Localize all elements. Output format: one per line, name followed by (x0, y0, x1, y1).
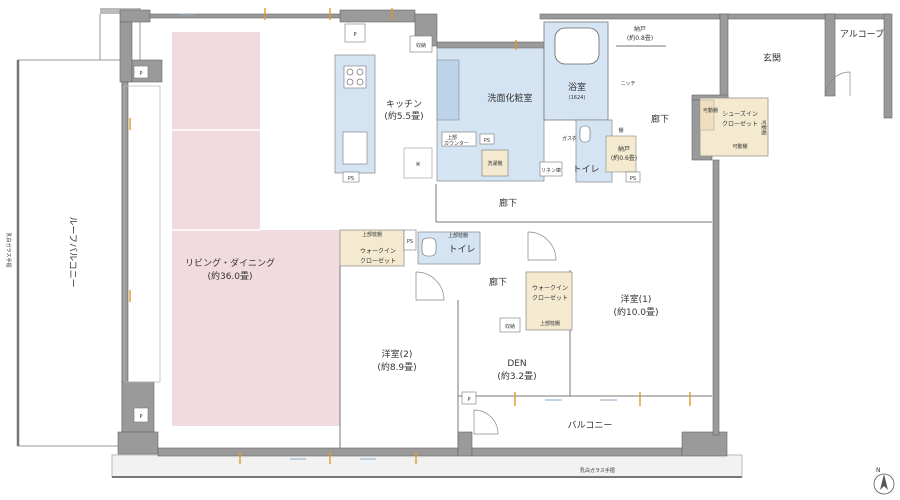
sliding-door-marks (180, 13, 617, 460)
svg-text:可動棚: 可動棚 (760, 120, 767, 135)
svg-text:P: P (467, 397, 470, 403)
svg-text:納戸: 納戸 (634, 25, 646, 33)
glass-rail-side-label: 乳白ガラス手摺 (5, 233, 12, 268)
entrance-area: 玄関 アルコーブ 可動棚 シューズイン クローゼット 可動棚 可動棚 (699, 28, 884, 157)
svg-text:クローゼット: クローゼット (360, 257, 396, 265)
svg-text:上部枕棚: 上部枕棚 (448, 232, 468, 239)
svg-text:P: P (353, 32, 356, 38)
roof-balcony-area: ルーフバルコニー 乳白ガラス手摺 (5, 8, 141, 447)
svg-text:PS: PS (407, 239, 413, 245)
western1-label: 洋室(1) (621, 293, 652, 305)
svg-text:上部: 上部 (447, 134, 457, 141)
balcony-area: 乳白ガラス手摺 (111, 454, 743, 478)
svg-text:クローゼット: クローゼット (722, 120, 758, 128)
den: 収納 DEN (約3.2畳) P (458, 270, 712, 435)
hall3-label: 廊下 (489, 276, 507, 288)
wic-2: ウォークイン クローゼット 上部枕棚 (525, 271, 573, 331)
western2-area: (約8.9畳) (377, 361, 416, 373)
storage-label: 収納 (416, 42, 426, 49)
north-label: N (876, 467, 881, 474)
svg-text:PS: PS (630, 176, 636, 182)
washroom: 洗面化粧室 上部 カウンター PS 洗濯機 リネン庫 ガス衣類乾燥機 (436, 47, 597, 182)
bath-size: (1624) (569, 95, 586, 101)
washer-icon (481, 149, 509, 177)
svg-text:可動棚: 可動棚 (732, 143, 747, 150)
kitchen: ※ PS P キッチン (約5.5畳) 収納 (334, 23, 433, 183)
western2-label: 洋室(2) (382, 348, 413, 360)
toilet-1-icon (579, 125, 591, 143)
svg-text:PS: PS (348, 176, 354, 182)
svg-text:可動棚: 可動棚 (703, 107, 718, 114)
den-area: (約3.2畳) (497, 370, 536, 382)
svg-text:(約0.8畳): (約0.8畳) (627, 34, 653, 42)
pillar-p-top (133, 65, 149, 79)
western1-area: (約10.0畳) (613, 306, 658, 318)
svg-text:上部枕棚: 上部枕棚 (362, 231, 382, 238)
svg-text:納戸: 納戸 (618, 145, 630, 153)
sink-icon (342, 131, 368, 165)
hall2-label: 廊下 (499, 197, 517, 209)
stove-icon (343, 65, 367, 89)
toilet-2-icon (421, 237, 437, 257)
washroom-label: 洗面化粧室 (487, 92, 532, 104)
bathroom: 浴室 (1624) (543, 21, 609, 121)
north-arrow: N (873, 467, 895, 495)
den-label: DEN (507, 359, 526, 369)
pillar-p-bottom (133, 407, 149, 423)
svg-text:棚: 棚 (618, 127, 623, 134)
kitchen-label: キッチン (386, 99, 422, 110)
svg-text:リネン庫: リネン庫 (541, 167, 561, 174)
svg-text:収納: 収納 (505, 323, 515, 330)
storage-rooms: 納戸 (約0.8畳) ニッチ 棚 納戸 (約0.6畳) PS (605, 25, 666, 183)
window-marks (129, 8, 691, 464)
toilet2-label: トイレ (448, 245, 475, 255)
svg-text:P: P (139, 71, 142, 77)
living-dining: リビング・ダイニング (約36.0畳) P P (123, 32, 340, 426)
bath-label: 浴室 (568, 81, 586, 93)
fridge-space (403, 147, 433, 179)
svg-text:PS: PS (484, 138, 490, 144)
svg-text:P: P (139, 414, 142, 420)
bathtub-icon (554, 27, 600, 65)
hall1-label: 廊下 (651, 113, 669, 125)
svg-text:クローゼット: クローゼット (532, 294, 568, 302)
alcove-label: アルコーブ (840, 28, 884, 40)
glass-rail-bottom-label: 乳白ガラス手摺 (580, 467, 615, 474)
roof-balcony-label: ルーフバルコニー (67, 216, 78, 287)
kitchen-area: (約5.5畳) (384, 110, 423, 122)
balcony-label: バルコニー (568, 420, 613, 431)
living-label: リビング・ダイニング (185, 257, 275, 269)
svg-text:ウォークイン: ウォークイン (532, 284, 568, 292)
niche-label: ニッチ (620, 81, 635, 87)
svg-text:上部枕棚: 上部枕棚 (540, 320, 560, 327)
western-room-1: 洋室(1) (約10.0畳) (527, 231, 659, 318)
toilet1-label: トイレ (572, 165, 599, 175)
svg-text:カウンター: カウンター (444, 140, 469, 147)
svg-text:洗濯機: 洗濯機 (487, 160, 502, 167)
living-area: (約36.0畳) (207, 270, 252, 282)
western-room-2: 洋室(2) (約8.9畳) (339, 266, 459, 448)
entrance-label: 玄関 (763, 52, 781, 64)
halls: 廊下 廊下 廊下 (435, 113, 712, 288)
svg-text:※: ※ (415, 161, 420, 168)
wic-toilet: 上部枕棚 ウォークイン クローゼット PS トイレ 上部枕棚 (339, 229, 481, 267)
svg-text:(約0.6畳): (約0.6畳) (611, 154, 637, 162)
svg-text:シューズイン: シューズイン (722, 110, 758, 118)
svg-text:ウォークイン: ウォークイン (360, 247, 396, 255)
